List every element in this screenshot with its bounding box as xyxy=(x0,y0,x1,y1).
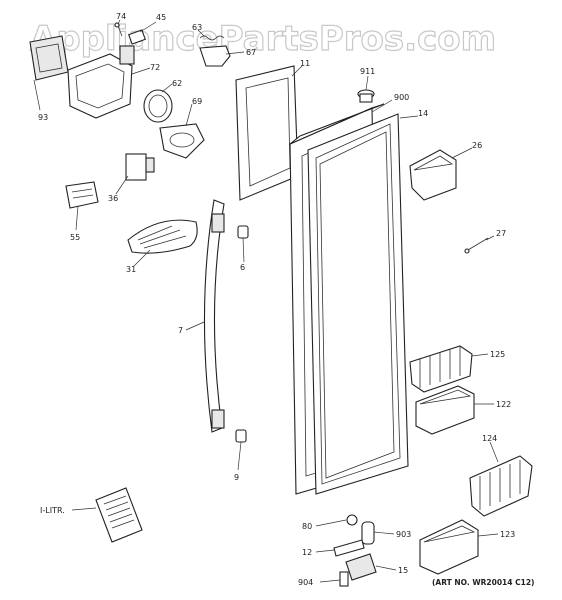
part-62-ring[interactable] xyxy=(143,89,173,123)
callout-27[interactable]: 27 xyxy=(496,229,506,238)
callout-15[interactable]: 15 xyxy=(398,566,408,575)
part-45-switch[interactable] xyxy=(128,29,146,45)
part-15-block[interactable] xyxy=(345,553,377,581)
callout-122[interactable]: 122 xyxy=(496,400,511,409)
leader-lines xyxy=(33,19,499,583)
part-124-wire-shelf[interactable] xyxy=(469,455,533,517)
part-125-wire-shelf[interactable] xyxy=(409,345,473,393)
literature-label: I-LITR. xyxy=(40,506,65,515)
part-11-dispenser-cover[interactable] xyxy=(235,65,299,201)
callout-93[interactable]: 93 xyxy=(38,113,48,122)
callout-36[interactable]: 36 xyxy=(108,194,118,203)
part-904-fitting[interactable] xyxy=(339,571,349,587)
callout-72[interactable]: 72 xyxy=(150,63,160,72)
part-72-dispenser-housing[interactable] xyxy=(67,45,135,119)
watermark-text: AppliancePartsPros.com xyxy=(30,19,496,59)
callout-6[interactable]: 6 xyxy=(240,263,245,272)
part-27-screw[interactable] xyxy=(464,237,489,254)
callout-903[interactable]: 903 xyxy=(396,530,411,539)
part-7-handle[interactable] xyxy=(203,199,225,433)
callout-14[interactable]: 14 xyxy=(418,109,428,118)
callout-63[interactable]: 63 xyxy=(192,23,202,32)
part-911-cap[interactable] xyxy=(357,89,375,103)
part-14-gasket[interactable] xyxy=(307,113,409,495)
callout-45[interactable]: 45 xyxy=(156,13,166,22)
part-93-dispenser-bracket[interactable] xyxy=(29,35,69,81)
part-26-bin[interactable] xyxy=(409,149,457,201)
callout-7[interactable]: 7 xyxy=(178,326,183,335)
part-12-bracket[interactable] xyxy=(333,539,365,557)
part-80-cap[interactable] xyxy=(346,514,358,526)
callout-55[interactable]: 55 xyxy=(70,233,80,242)
part-31-grille[interactable] xyxy=(127,219,198,254)
part-67-actuator[interactable] xyxy=(199,45,231,67)
part-36-solenoid[interactable] xyxy=(125,153,155,181)
literature-booklet[interactable] xyxy=(95,487,143,543)
callout-911[interactable]: 911 xyxy=(360,67,375,76)
callout-124[interactable]: 124 xyxy=(482,434,497,443)
callout-31[interactable]: 31 xyxy=(126,265,136,274)
callout-80[interactable]: 80 xyxy=(302,522,312,531)
callout-12[interactable]: 12 xyxy=(302,548,312,557)
callout-labels: 74 45 63 67 72 62 93 69 36 55 31 6 7 9 1… xyxy=(38,12,515,587)
callout-9[interactable]: 9 xyxy=(234,473,239,482)
callout-900[interactable]: 900 xyxy=(394,93,409,102)
callout-62[interactable]: 62 xyxy=(172,79,182,88)
part-6-screw[interactable] xyxy=(237,225,249,239)
callout-904[interactable]: 904 xyxy=(298,578,313,587)
part-903-tube[interactable] xyxy=(361,521,375,545)
callout-69[interactable]: 69 xyxy=(192,97,202,106)
callout-67[interactable]: 67 xyxy=(246,48,256,57)
callout-11[interactable]: 11 xyxy=(300,59,310,68)
part-69-funnel[interactable] xyxy=(159,123,205,159)
callout-125[interactable]: 125 xyxy=(490,350,505,359)
part-74-screw[interactable] xyxy=(114,22,123,37)
callout-74[interactable]: 74 xyxy=(116,12,126,21)
art-number-note: (ART NO. WR20014 C12) xyxy=(432,578,534,587)
part-9-screw[interactable] xyxy=(235,429,247,443)
part-122-bin[interactable] xyxy=(415,385,475,435)
callout-26[interactable]: 26 xyxy=(472,141,482,150)
part-55-bracket[interactable] xyxy=(65,181,99,209)
callout-123[interactable]: 123 xyxy=(500,530,515,539)
literature-leader xyxy=(71,507,97,511)
part-123-bin[interactable] xyxy=(419,519,479,575)
